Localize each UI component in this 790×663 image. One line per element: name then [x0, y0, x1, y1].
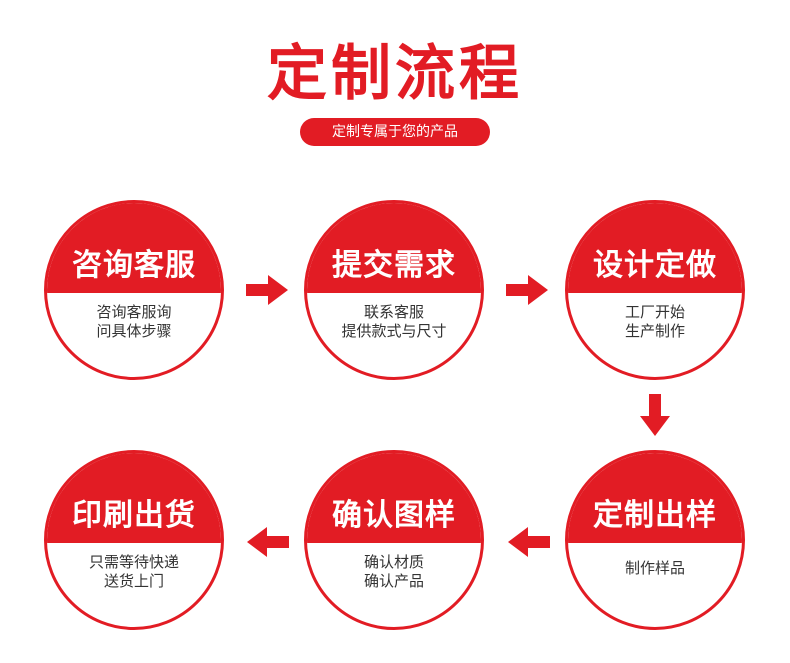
step-description: 咨询客服询 问具体步骤	[47, 303, 221, 341]
step-design: 设计定做 工厂开始 生产制作	[565, 200, 745, 380]
step-description: 工厂开始 生产制作	[568, 303, 742, 341]
arrow-right-icon	[506, 275, 548, 305]
step-desc-line: 确认产品	[363, 572, 424, 590]
step-print-ship: 印刷出货 只需等待快递 送货上门	[44, 450, 224, 630]
step-header-bg	[307, 203, 481, 294]
arrow-down-icon	[640, 394, 670, 436]
step-description: 确认材质 确认产品	[307, 553, 481, 591]
step-header-bg	[47, 453, 221, 544]
arrow-right-icon	[246, 275, 288, 305]
step-confirm: 确认图样 确认材质 确认产品	[304, 450, 484, 630]
step-description: 制作样品	[568, 559, 742, 578]
step-header-bg	[47, 203, 221, 294]
step-header-bg	[568, 453, 742, 544]
step-title: 确认图样	[332, 498, 456, 533]
page-title: 定制流程	[267, 39, 523, 109]
step-desc-line: 制作样品	[624, 559, 685, 577]
step-desc-line: 咨询客服询	[96, 303, 172, 321]
step-desc-line: 确认材质	[363, 553, 424, 571]
step-desc-line: 生产制作	[624, 322, 685, 340]
step-desc-line: 问具体步骤	[96, 322, 172, 340]
step-title: 定制出样	[593, 498, 717, 533]
step-desc-line: 只需等待快递	[88, 553, 179, 571]
subtitle-badge: 定制专属于您的产品	[300, 118, 490, 146]
step-header-bg	[568, 203, 742, 294]
step-sample: 定制出样 制作样品	[565, 450, 745, 630]
step-consult: 咨询客服 咨询客服询 问具体步骤	[44, 200, 224, 380]
arrow-left-icon	[508, 527, 550, 557]
step-desc-line: 送货上门	[103, 572, 164, 590]
step-desc-line: 工厂开始	[624, 303, 685, 321]
arrow-left-icon	[247, 527, 289, 557]
step-description: 联系客服 提供款式与尺寸	[307, 303, 481, 341]
step-desc-line: 提供款式与尺寸	[341, 322, 447, 340]
step-title: 印刷出货	[72, 498, 196, 533]
step-title: 咨询客服	[72, 248, 196, 283]
step-header-bg	[307, 453, 481, 544]
step-desc-line: 联系客服	[363, 303, 424, 321]
step-submit: 提交需求 联系客服 提供款式与尺寸	[304, 200, 484, 380]
step-title: 设计定做	[593, 248, 717, 283]
step-title: 提交需求	[332, 248, 456, 283]
step-description: 只需等待快递 送货上门	[47, 553, 221, 591]
